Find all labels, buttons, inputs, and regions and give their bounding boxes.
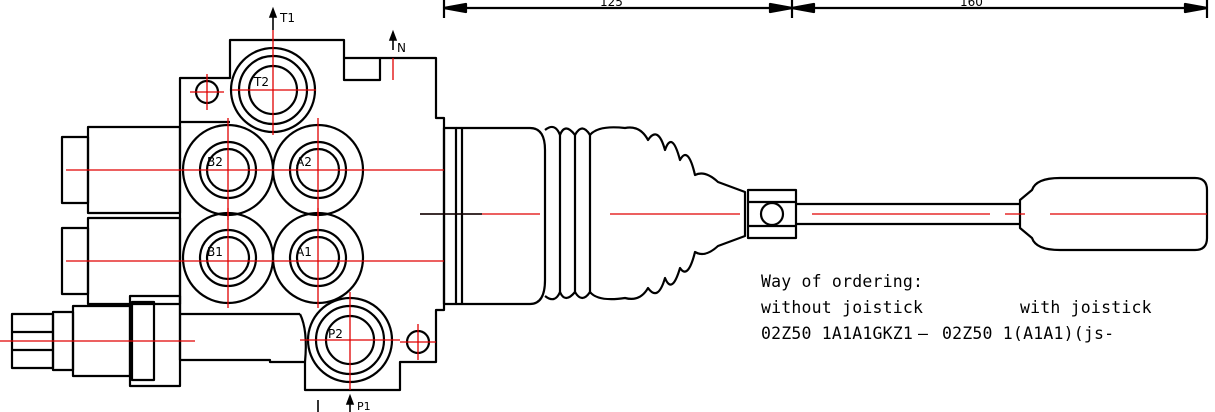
port-label-t2: T2 (253, 75, 269, 89)
bolt-holes (194, 79, 431, 355)
hex-nut (746, 188, 798, 240)
ordering-note-code-with: 02Z50 1(A1A1)(js- (942, 324, 1115, 343)
port-label-a2: A2 (296, 155, 312, 169)
port-label-b2: B2 (207, 155, 223, 169)
port-rings (181, 46, 394, 384)
port-label-t1: T1 (279, 11, 295, 25)
dimension-label-right: 160 (960, 0, 983, 9)
valve-body-outline (178, 38, 446, 392)
port-label-p1: P1 (357, 400, 371, 412)
left-spool-caps (60, 125, 182, 306)
port-label-p2: P2 (328, 327, 343, 341)
centerlines (0, 30, 1207, 390)
boot-ribs (558, 135, 592, 292)
port-label-a1: A1 (296, 245, 312, 259)
ordering-note-col-without: without joistick (761, 298, 924, 317)
ordering-note-col-with: with joistick (1020, 298, 1152, 317)
dimension-label-left: 125 (600, 0, 623, 9)
joystick-housing (442, 126, 547, 306)
port-arrows (268, 6, 398, 412)
rubber-boot (544, 125, 747, 301)
lever-shaft (796, 202, 1020, 226)
ordering-note-code-without: 02Z50 1A1A1GKZ1 (761, 324, 914, 343)
ordering-note-separator: – (918, 324, 929, 343)
port-label-b1: B1 (207, 245, 223, 259)
lever-grip (1018, 176, 1209, 252)
port-label-n: N (397, 41, 406, 55)
ordering-note-title: Way of ordering: (761, 272, 924, 291)
dimension-lines (442, 0, 1209, 18)
